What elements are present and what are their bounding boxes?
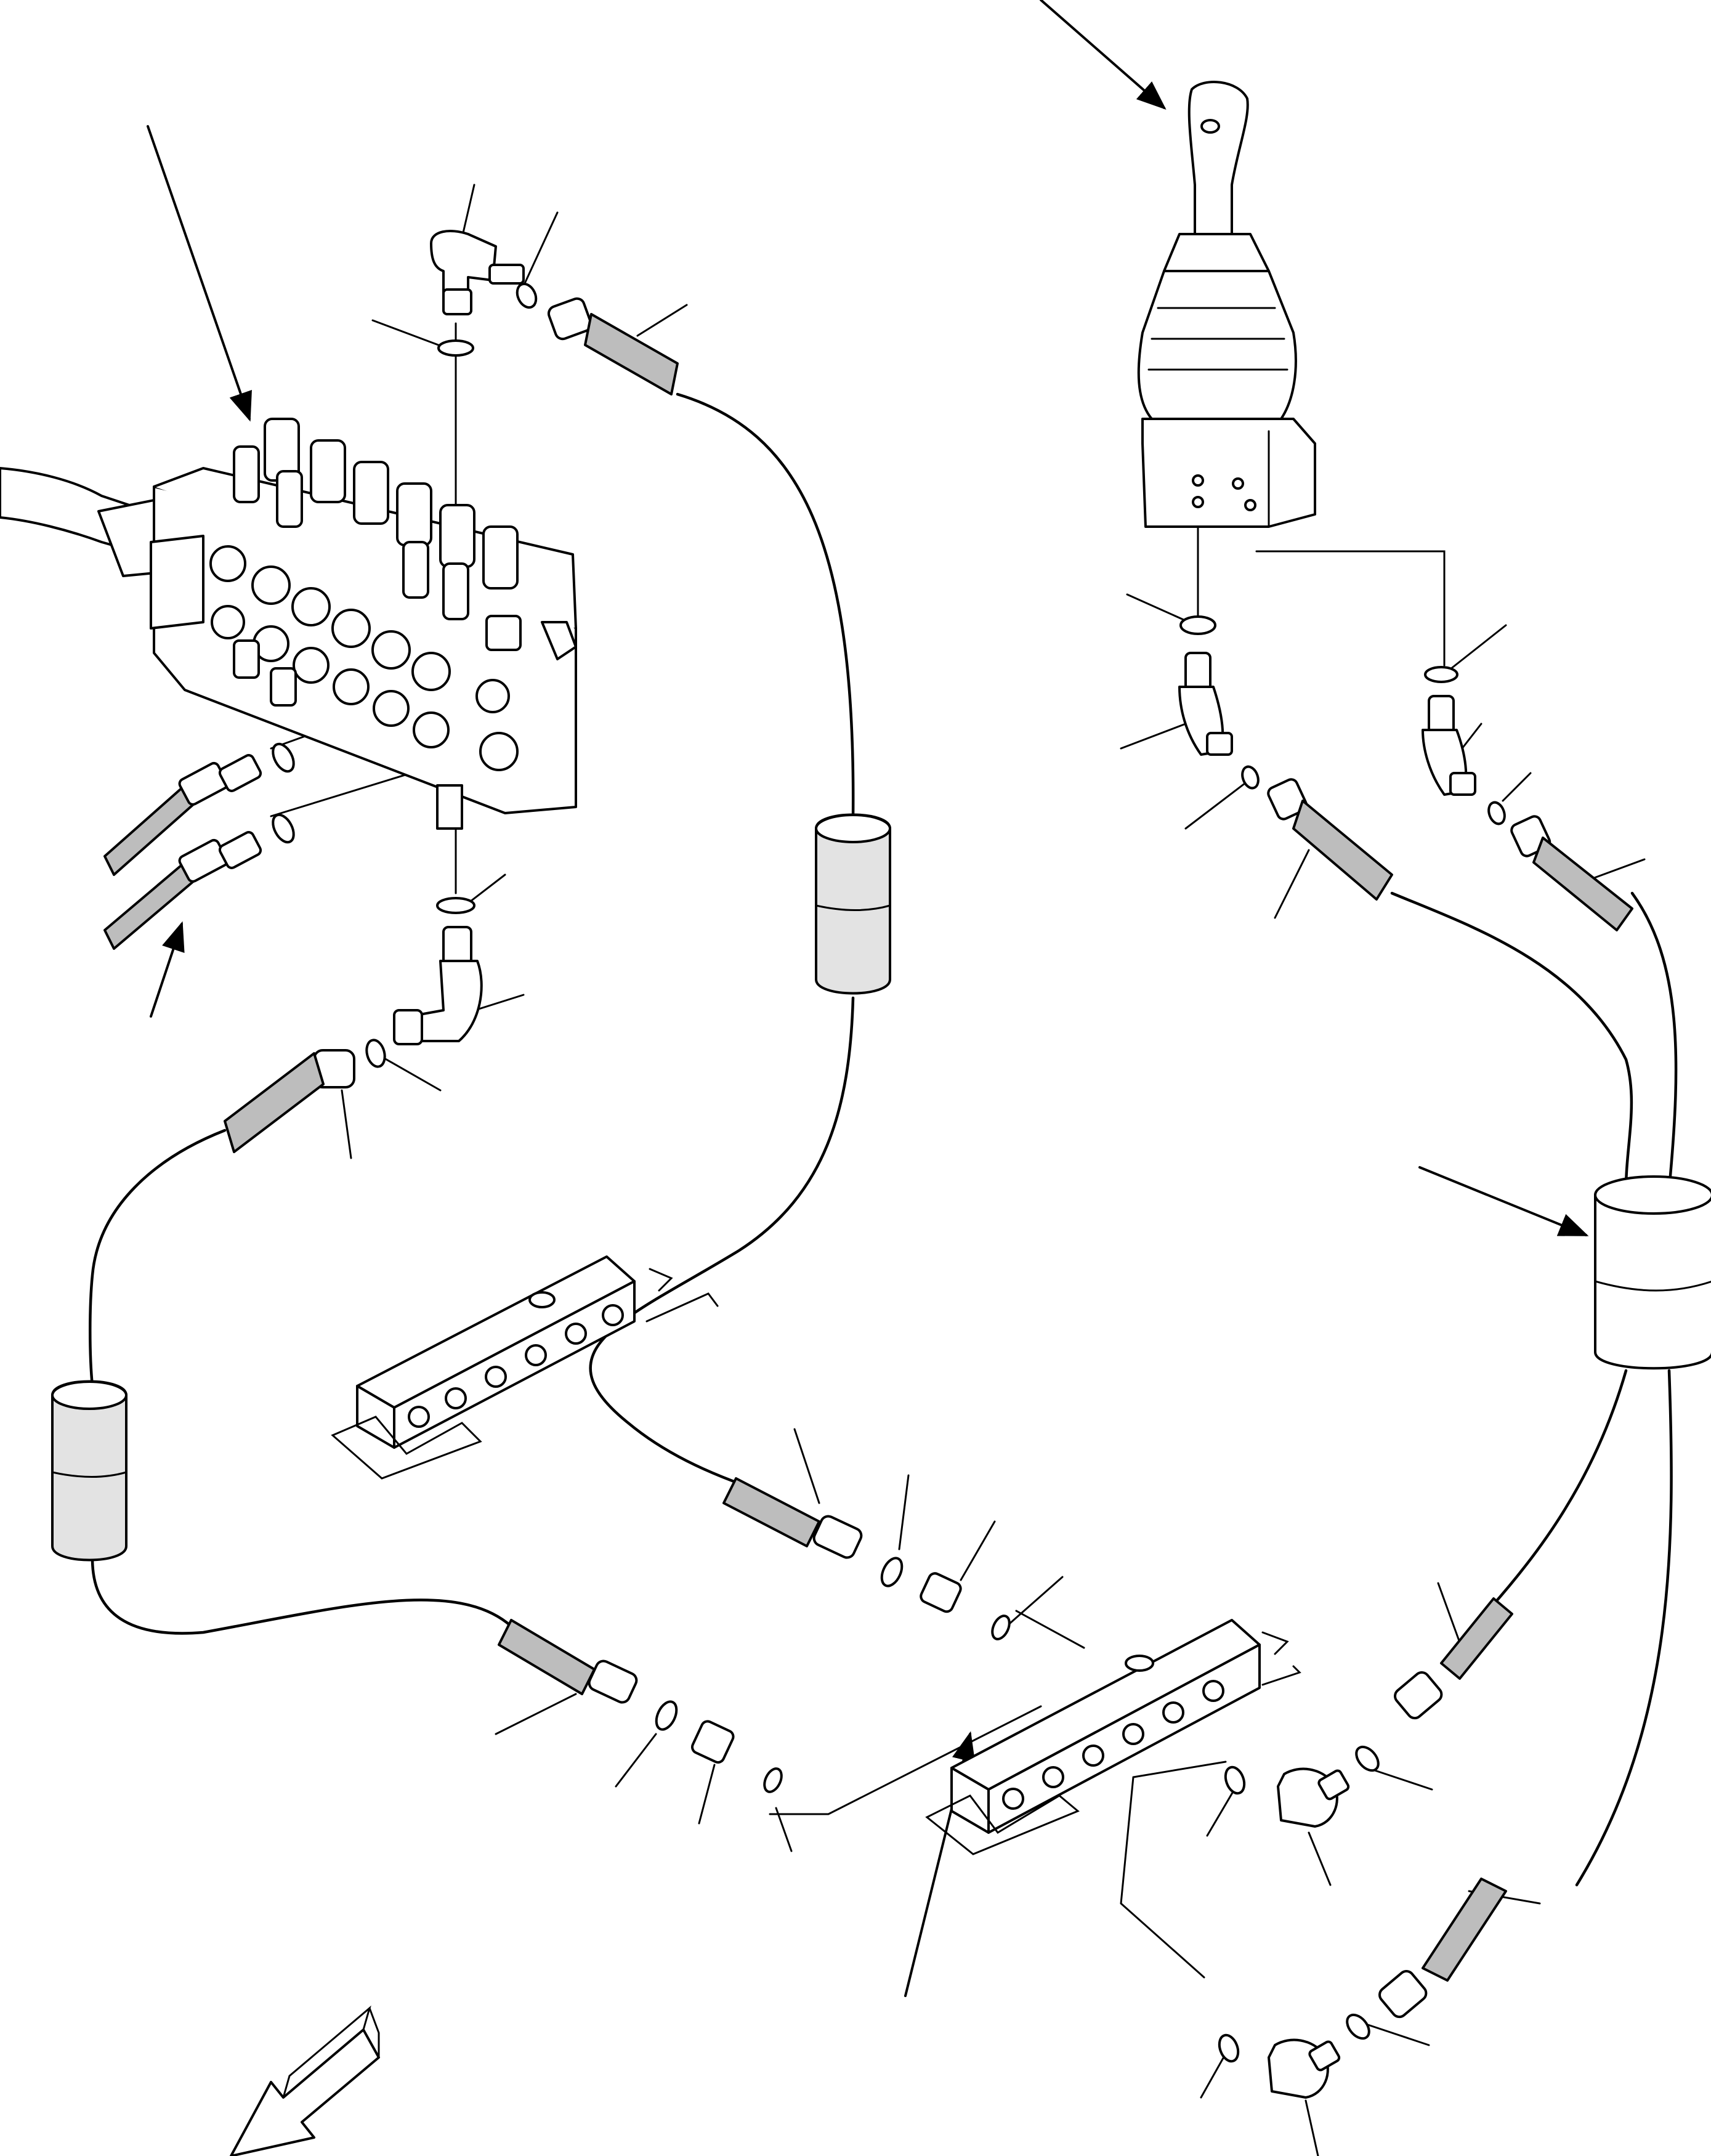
lower-valve-elbow	[224, 897, 483, 1153]
front-direction-arrow	[230, 2005, 380, 2156]
callout-arrow-valve-ports	[150, 921, 185, 1018]
manifold-block-upper	[331, 1255, 719, 1480]
right-hose-fittings	[1218, 1597, 1513, 2099]
hose-valve-to-lower-manifold	[676, 392, 855, 821]
hose-lower-valve-loop	[89, 1129, 227, 1388]
joystick-fittings	[1178, 615, 1633, 931]
hose-joystick-right-a	[1390, 891, 1633, 1191]
hose-sleeve-left	[51, 1380, 127, 1562]
callout-arrow-hose-sleeve	[1418, 1166, 1589, 1236]
joystick	[1137, 81, 1316, 528]
leader-lines	[341, 184, 1646, 2156]
callout-arrows	[147, 0, 1589, 1997]
callout-arrow-control-valve	[147, 125, 252, 422]
callout-arrow-joystick	[1040, 0, 1167, 110]
hose-sleeve-right	[1594, 1175, 1711, 1370]
upper-elbow-fitting	[430, 230, 679, 395]
valve-ports	[209, 545, 519, 771]
valve-side-hose-ends	[103, 742, 295, 950]
valve-spool-caps	[233, 418, 519, 620]
hose-sleeve-center	[815, 813, 891, 995]
center-hose-fittings	[498, 1477, 1011, 1793]
manifold-block-lower	[925, 1619, 1301, 1855]
control-valve	[0, 418, 577, 830]
